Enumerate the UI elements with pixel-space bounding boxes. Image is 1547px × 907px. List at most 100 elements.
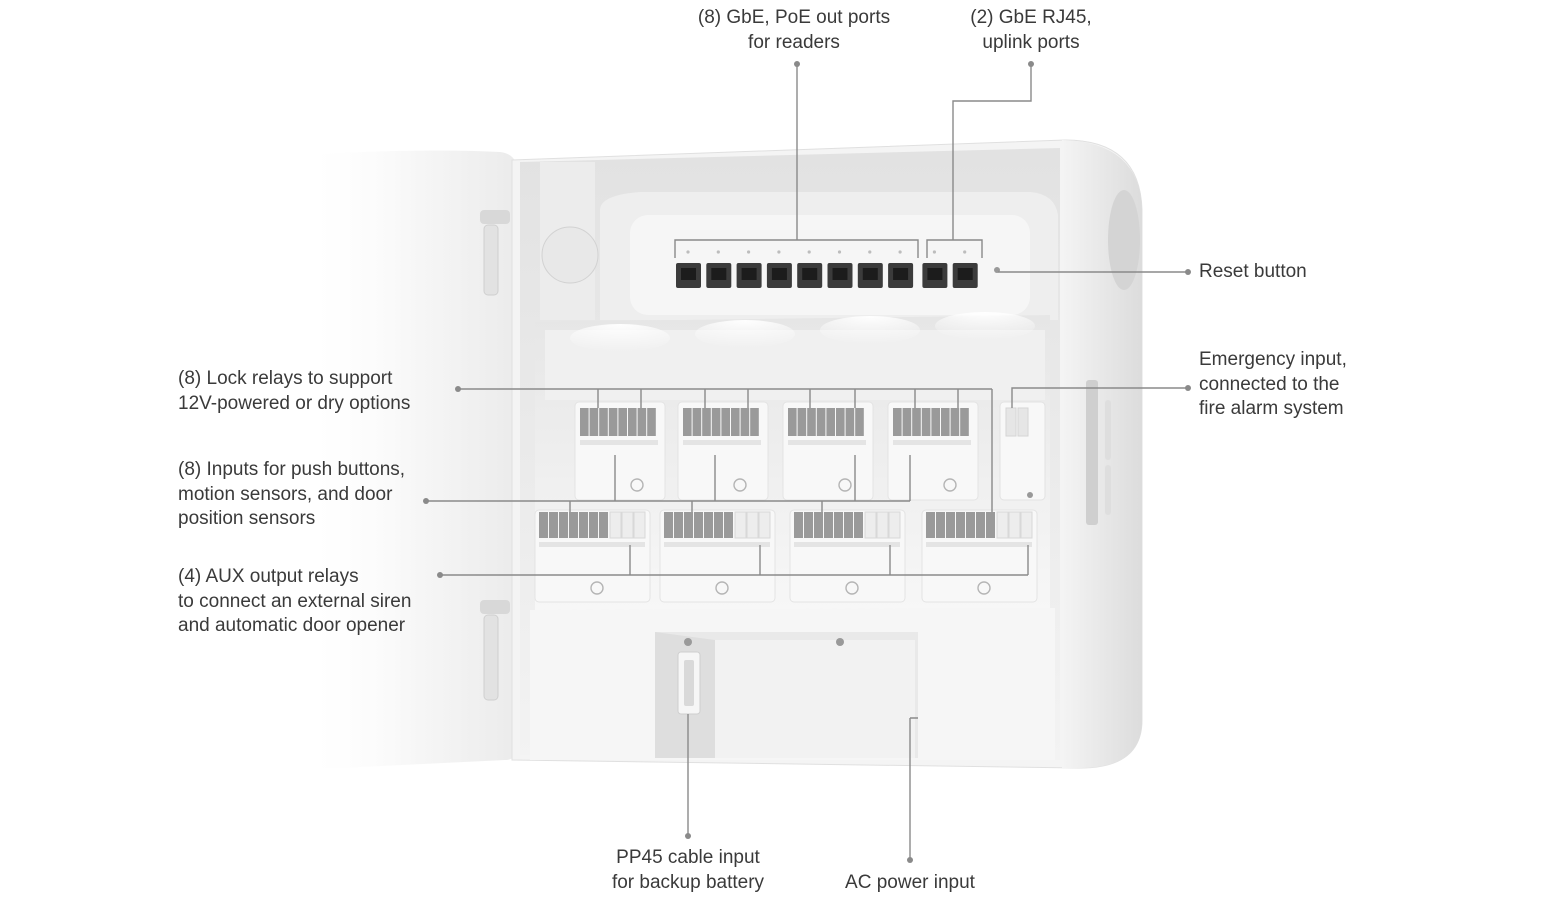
terminal-label-strip	[683, 440, 761, 445]
leader-line	[629, 545, 1029, 575]
callout-dot	[1185, 269, 1191, 275]
terminal-block	[569, 512, 578, 538]
terminal-block-empty	[621, 511, 634, 539]
terminal-block	[714, 512, 723, 538]
callout-dot	[1185, 385, 1191, 391]
terminal-block	[589, 408, 599, 436]
dip-toggle	[943, 478, 957, 492]
terminal-label-strip	[893, 440, 971, 445]
terminal-block-empty	[876, 511, 889, 539]
terminal-block-empty	[864, 511, 877, 539]
leader-line	[821, 455, 911, 512]
callout-dots	[423, 61, 1191, 863]
dip-toggle	[733, 478, 747, 492]
terminal-block	[976, 512, 985, 538]
callout-line: (8) Inputs for push buttons,	[178, 459, 406, 480]
terminal-block	[854, 512, 863, 538]
terminal-block	[559, 512, 568, 538]
callout-aux-relays: (4) AUX output relays to connect an exte…	[178, 565, 411, 639]
terminal-block	[788, 408, 797, 436]
terminal-block	[902, 408, 912, 436]
callout-line: uplink ports	[982, 31, 1080, 53]
terminal-block	[704, 512, 713, 538]
callout-reset-button: Reset button	[1199, 260, 1307, 285]
terminal-block	[797, 408, 807, 436]
port-led	[747, 250, 751, 254]
callout-leader-lines	[426, 64, 1188, 860]
aux-modules	[534, 509, 1038, 603]
terminal-block	[931, 408, 940, 436]
callout-line: fire alarm system	[1199, 398, 1344, 419]
leader-line	[674, 239, 919, 258]
callout-dot	[455, 386, 461, 392]
terminal-block	[750, 408, 759, 436]
callout-dot	[1028, 61, 1034, 67]
terminal-block	[684, 512, 693, 538]
terminal-block	[692, 408, 702, 436]
port-led	[686, 250, 690, 254]
leader-line	[926, 239, 983, 258]
terminal-block-empty	[1020, 511, 1033, 539]
rj45-ports	[676, 250, 978, 288]
terminal-block	[731, 408, 740, 436]
rj45-socket	[957, 268, 973, 280]
enclosure-door	[300, 150, 519, 770]
terminal-block	[549, 512, 558, 538]
dip-toggle	[715, 581, 729, 595]
rj45-socket	[832, 268, 848, 280]
dip-toggle	[630, 478, 644, 492]
terminal-block	[608, 408, 618, 436]
terminal-block-empty	[758, 511, 771, 539]
terminal-block	[893, 408, 902, 436]
terminal-block-empty	[888, 511, 901, 539]
leader-line	[809, 389, 959, 408]
terminal-block	[683, 408, 692, 436]
terminal-block	[966, 512, 975, 538]
callout-lock-relays: (8) Lock relays to support 12V-powered o…	[178, 367, 410, 416]
rj45-socket	[927, 268, 943, 280]
terminal-block	[926, 512, 935, 538]
terminal-block	[844, 512, 853, 538]
port-led	[963, 250, 967, 254]
leader-line	[569, 455, 716, 512]
terminal-block	[836, 408, 845, 436]
terminal-block	[618, 408, 627, 436]
terminal-block	[826, 408, 835, 436]
terminal-block	[702, 408, 711, 436]
terminal-block-empty	[633, 511, 646, 539]
callout-line: Reset button	[1199, 261, 1307, 282]
terminal-block	[579, 512, 588, 538]
terminal-block	[816, 408, 826, 436]
terminal-block	[664, 512, 673, 538]
terminal-label-strip	[664, 542, 770, 547]
port-led	[932, 250, 937, 254]
callout-line: PP45 cable input	[616, 847, 760, 868]
callout-ac-power: AC power input	[845, 871, 975, 896]
callout-line: 12V-powered or dry options	[178, 392, 411, 414]
terminal-block	[921, 408, 931, 436]
callout-dot	[907, 857, 913, 863]
terminal-block	[824, 512, 833, 538]
callout-dot	[685, 833, 691, 839]
callout-dot	[794, 61, 800, 67]
callout-line: (8) GbE, PoE out ports	[697, 7, 891, 28]
callout-line: position sensors	[178, 508, 316, 529]
port-led	[898, 250, 902, 254]
terminal-block	[794, 512, 803, 538]
terminal-block	[986, 512, 995, 538]
rj45-socket	[802, 268, 818, 280]
terminal-block	[711, 408, 721, 436]
dip-toggle	[838, 478, 852, 492]
callout-line: Emergency input,	[1199, 349, 1347, 370]
terminal-block	[956, 512, 965, 538]
terminal-block	[950, 408, 960, 436]
terminal-block	[599, 512, 608, 538]
terminal-block	[589, 512, 598, 538]
lower-compartment	[530, 608, 1055, 760]
callout-dot	[423, 498, 429, 504]
terminal-block	[941, 408, 950, 436]
callout-line: connected to the	[1199, 373, 1340, 395]
terminal-block	[845, 408, 855, 436]
rj45-socket	[771, 268, 787, 280]
